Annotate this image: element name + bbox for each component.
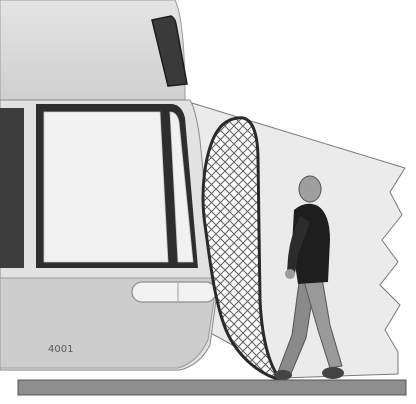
tram-roof	[0, 0, 185, 100]
pedestrian-front-shoe	[322, 367, 344, 379]
pedestrian-head	[299, 176, 321, 202]
pedestrian-back-shoe	[274, 370, 292, 380]
ground-platform	[18, 380, 406, 395]
fleet-number-label: 4001	[48, 344, 73, 355]
windshield-left-pane	[44, 112, 168, 262]
tram-side-pillar	[0, 108, 24, 268]
pedestrian-hand	[285, 269, 295, 279]
headlight	[132, 282, 216, 302]
